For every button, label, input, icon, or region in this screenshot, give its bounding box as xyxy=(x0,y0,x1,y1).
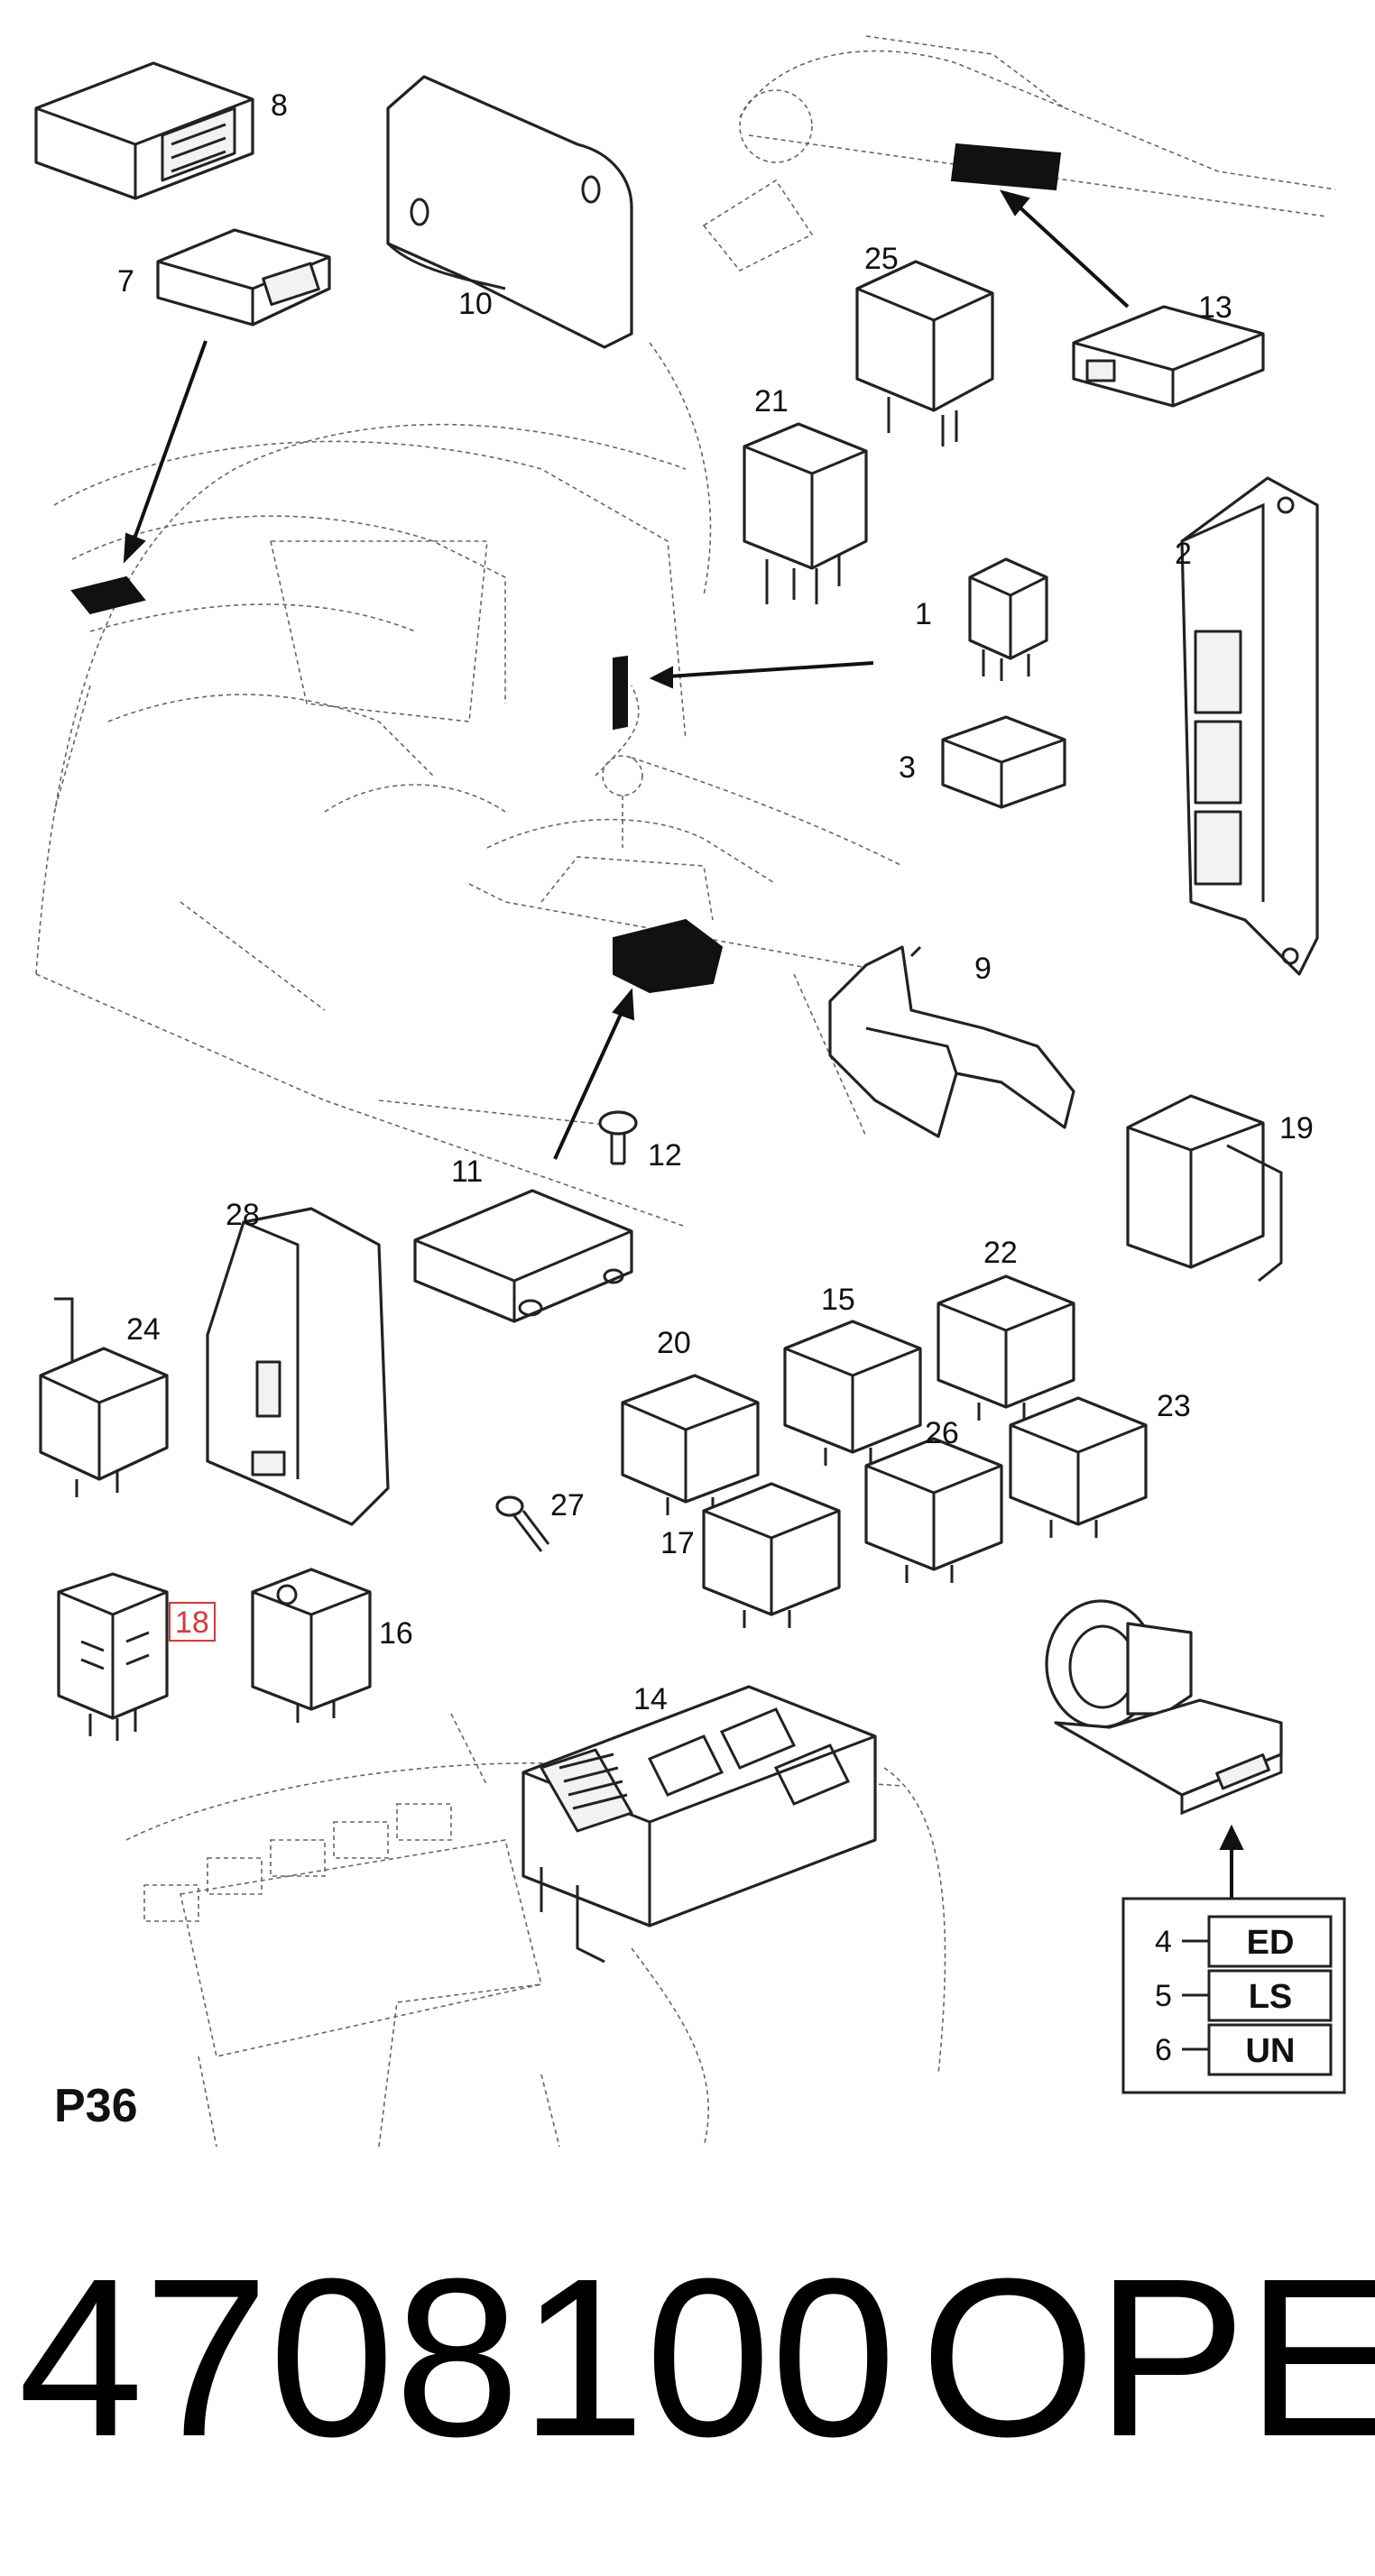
part-2-bracket[interactable] xyxy=(1180,476,1319,976)
arrow-part7-to-dash xyxy=(132,340,208,542)
label-23[interactable]: 23 xyxy=(1157,1389,1191,1423)
part-1-relay[interactable] xyxy=(968,557,1048,681)
arrow-head-part1 xyxy=(649,666,673,689)
label-27[interactable]: 27 xyxy=(550,1488,585,1523)
part-3-cap[interactable] xyxy=(941,715,1066,809)
page-code: P36 xyxy=(54,2080,138,2132)
part-23-relay[interactable] xyxy=(1009,1396,1148,1538)
highlight-box-18 xyxy=(169,1602,216,1642)
console-mount-dark xyxy=(613,918,724,994)
label-8[interactable]: 8 xyxy=(271,88,288,123)
label-13[interactable]: 13 xyxy=(1198,290,1232,325)
label-3[interactable]: 3 xyxy=(899,750,916,785)
dash-mount-dark xyxy=(70,575,146,615)
steering-connector-dark xyxy=(950,143,1062,191)
ignition-lock-ring[interactable] xyxy=(1045,1599,1283,1816)
part-26-relay[interactable] xyxy=(864,1437,1003,1583)
label-14[interactable]: 14 xyxy=(633,1682,668,1716)
part-22-relay[interactable] xyxy=(937,1274,1075,1421)
part-14-fusebox[interactable] xyxy=(521,1685,877,1964)
steering-column-outline xyxy=(702,35,1336,272)
label-21[interactable]: 21 xyxy=(754,384,789,419)
dash-slot-dark xyxy=(613,655,628,731)
label-20[interactable]: 20 xyxy=(657,1326,691,1360)
part-20-relay[interactable] xyxy=(621,1374,760,1515)
part-10-bracket[interactable] xyxy=(386,75,633,349)
label-26[interactable]: 26 xyxy=(925,1416,959,1450)
label-22[interactable]: 22 xyxy=(983,1236,1018,1270)
label-12[interactable]: 12 xyxy=(648,1138,682,1173)
part-19-housing[interactable] xyxy=(1126,1094,1283,1283)
legend-num-1: 4 xyxy=(1155,1925,1172,1959)
label-16[interactable]: 16 xyxy=(379,1616,413,1651)
part-8-control-module[interactable] xyxy=(34,61,254,200)
part-labels: 1 2 3 7 8 9 10 11 12 13 14 15 16 17 18 1… xyxy=(117,88,1314,1716)
label-11[interactable]: 11 xyxy=(451,1155,483,1189)
arrow-head-steering xyxy=(999,189,1030,216)
arrow-part1-to-dash xyxy=(667,661,874,678)
part-17-relay[interactable] xyxy=(702,1482,841,1628)
label-25[interactable]: 25 xyxy=(864,242,899,276)
part-12-screw[interactable] xyxy=(598,1110,638,1165)
label-15[interactable]: 15 xyxy=(821,1283,855,1317)
legend-code-2: LS xyxy=(1249,1978,1293,2016)
part-9-bracket[interactable] xyxy=(828,945,1075,1138)
label-17[interactable]: 17 xyxy=(660,1526,695,1560)
legend-num-2: 5 xyxy=(1155,1979,1172,2013)
label-18-highlighted[interactable]: 18 xyxy=(175,1605,209,1640)
part-7-module[interactable] xyxy=(156,228,331,327)
connector-legend: 4 5 6 ED LS UN xyxy=(1121,1897,1346,2094)
label-19[interactable]: 19 xyxy=(1279,1111,1314,1145)
label-9[interactable]: 9 xyxy=(974,952,992,986)
arrow-head-part11 xyxy=(612,988,635,1021)
arrow-head-part7 xyxy=(123,532,146,564)
arrow-part11-to-console xyxy=(553,1009,624,1160)
legend-code-1: ED xyxy=(1247,1924,1295,1962)
label-1[interactable]: 1 xyxy=(915,597,932,631)
part-18-relay[interactable] xyxy=(57,1572,169,1741)
label-7[interactable]: 7 xyxy=(117,264,134,299)
fusebox-area-outline xyxy=(125,1713,946,2148)
footer-brand: OPEL xyxy=(920,2231,1375,2483)
part-28-cover[interactable] xyxy=(206,1207,390,1526)
label-28[interactable]: 28 xyxy=(226,1198,260,1232)
arrow-head-legend xyxy=(1219,1824,1244,1850)
part-27-screw[interactable] xyxy=(495,1495,550,1552)
label-2[interactable]: 2 xyxy=(1175,537,1192,571)
part-25-relay[interactable] xyxy=(855,260,994,446)
part-16-relay[interactable] xyxy=(251,1568,372,1723)
dashboard-outline xyxy=(35,342,903,1228)
part-15-relay[interactable] xyxy=(783,1320,922,1466)
label-24[interactable]: 24 xyxy=(126,1312,161,1347)
part-11-airbag-module[interactable] xyxy=(413,1189,633,1323)
part-24-relay[interactable] xyxy=(39,1297,169,1497)
legend-num-3: 6 xyxy=(1155,2033,1172,2067)
footer-part-number: 4708100 xyxy=(18,2231,896,2483)
arrow-to-steering xyxy=(1013,201,1130,308)
part-13-module[interactable] xyxy=(1072,305,1265,408)
legend-code-3: UN xyxy=(1246,2032,1296,2070)
part-21-relay[interactable] xyxy=(743,422,868,604)
label-10[interactable]: 10 xyxy=(458,287,493,321)
